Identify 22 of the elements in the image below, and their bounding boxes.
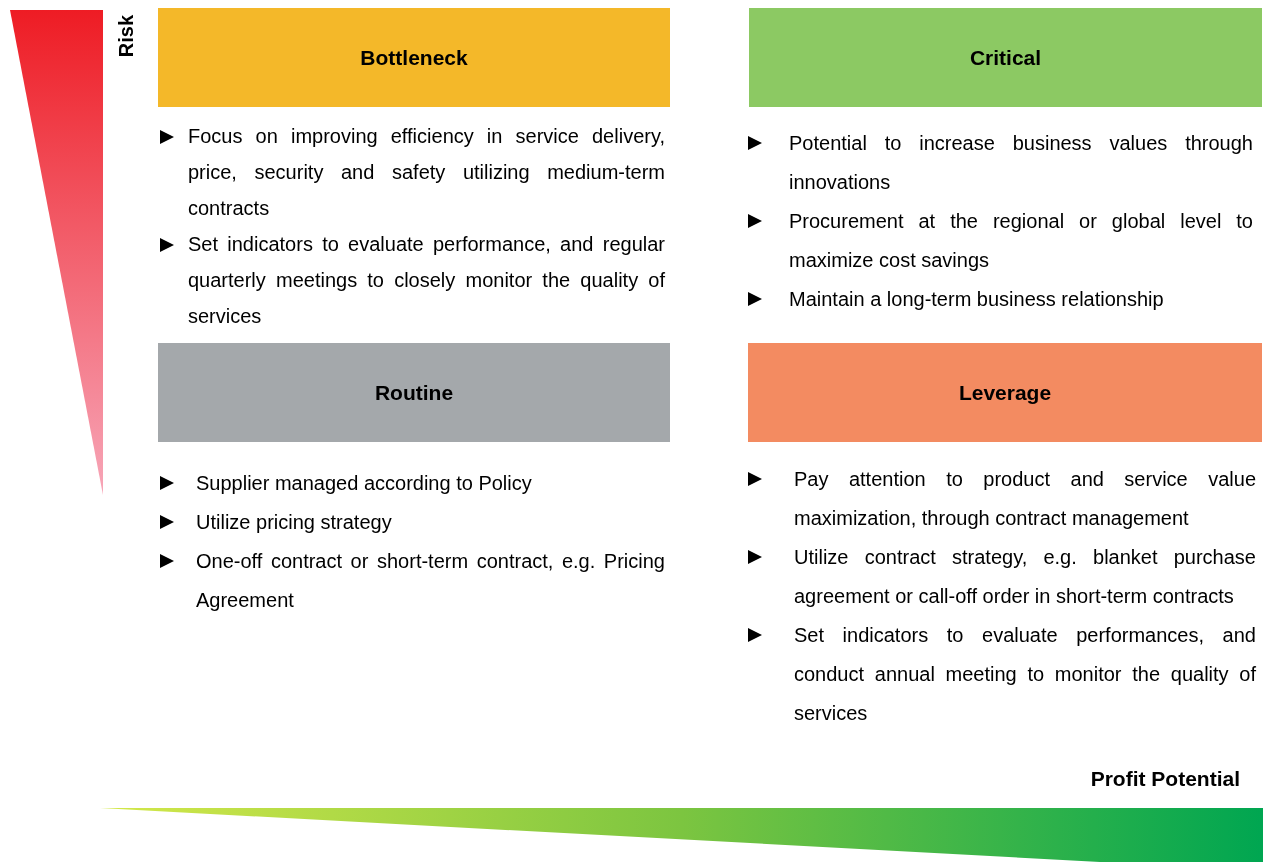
bullet-text: Focus on improving efficiency in service delivery, price, security and safety utilizing medium-term contracts <box>188 124 665 221</box>
bullet-text: Procurement at the regional or global level to maximize cost savings <box>789 209 1253 273</box>
axis-label: Risk <box>116 14 136 58</box>
header-title: Critical <box>969 44 1042 71</box>
axis-label: Profit Potential <box>1089 768 1240 789</box>
bullet-text: Supplier managed according to Policy <box>196 471 532 496</box>
quadrant-header <box>158 343 670 442</box>
risk-wedge <box>10 10 103 495</box>
quadrant-header <box>749 8 1262 107</box>
bullet-text: Set indicators to evaluate performances, and conduct annual meeting to monitor the quality of services <box>794 623 1256 726</box>
bullet-text: One-off contract or short-term contract, e.g. Pricing Agreement <box>196 549 665 613</box>
quadrant-header <box>748 343 1262 442</box>
header-title: Routine <box>374 379 454 406</box>
bullet-text: Potential to increase business values through innovations <box>789 131 1253 195</box>
bullet-text: Set indicators to evaluate performance, and regular quarterly meetings to closely monitor the quality of services <box>188 232 665 329</box>
bullet-text: Maintain a long-term business relationship <box>789 287 1164 312</box>
bullet-text: Utilize contract strategy, e.g. blanket purchase agreement or call-off order in short-term contracts <box>794 545 1256 609</box>
bullet-text: Utilize pricing strategy <box>196 510 392 535</box>
header-title: Leverage <box>958 379 1052 406</box>
quadrant-header <box>158 8 670 107</box>
header-title: Bottleneck <box>360 44 468 71</box>
bullet-text: Pay attention to product and service value maximization, through contract management <box>794 467 1256 531</box>
